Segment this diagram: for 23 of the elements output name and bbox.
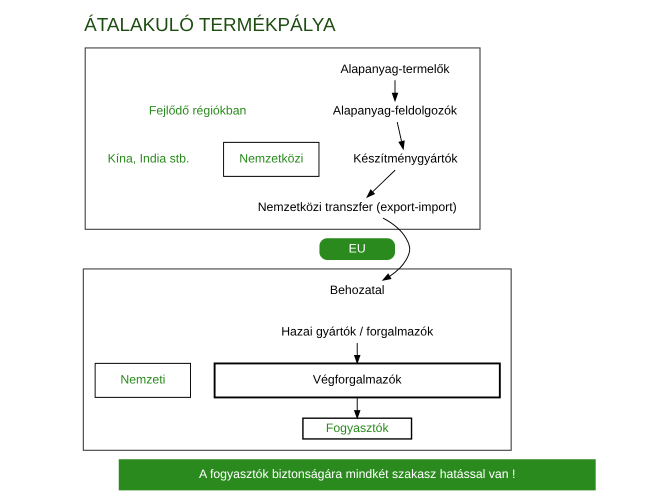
- node-box: A fogyasztók biztonságára mindkét szakasz hatással van !: [118, 459, 596, 490]
- arrow: [381, 218, 410, 281]
- arrow: [353, 397, 360, 420]
- cluster: [82, 268, 512, 451]
- diagram-title: ÁTALAKULÓ TERMÉKPÁLYA: [84, 14, 336, 36]
- node-box: EU: [318, 238, 394, 260]
- arrow: [396, 122, 404, 150]
- node-text: Alapanyag-termelők: [340, 62, 450, 76]
- node-text: Készítménygyártók: [352, 152, 458, 166]
- node-box: Fogyasztók: [302, 417, 412, 440]
- node-box: Nemzetközi: [222, 142, 319, 177]
- cluster: [84, 47, 480, 230]
- node-text: Behozatal: [329, 282, 384, 297]
- label: Fejlődő régiókban: [148, 103, 246, 118]
- arrow: [391, 80, 398, 102]
- node-text: Hazai gyártók / forgalmazók: [280, 324, 433, 338]
- node-text: Alapanyag-feldolgozók: [332, 103, 457, 118]
- arrow: [353, 342, 360, 365]
- node-box: Nemzeti: [94, 362, 190, 398]
- node-box: Végforgalmazók: [213, 362, 500, 398]
- label: Kína, India stb.: [107, 152, 189, 166]
- arrow: [366, 170, 396, 198]
- node-text: Nemzetközi transzfer (export-import): [257, 200, 456, 214]
